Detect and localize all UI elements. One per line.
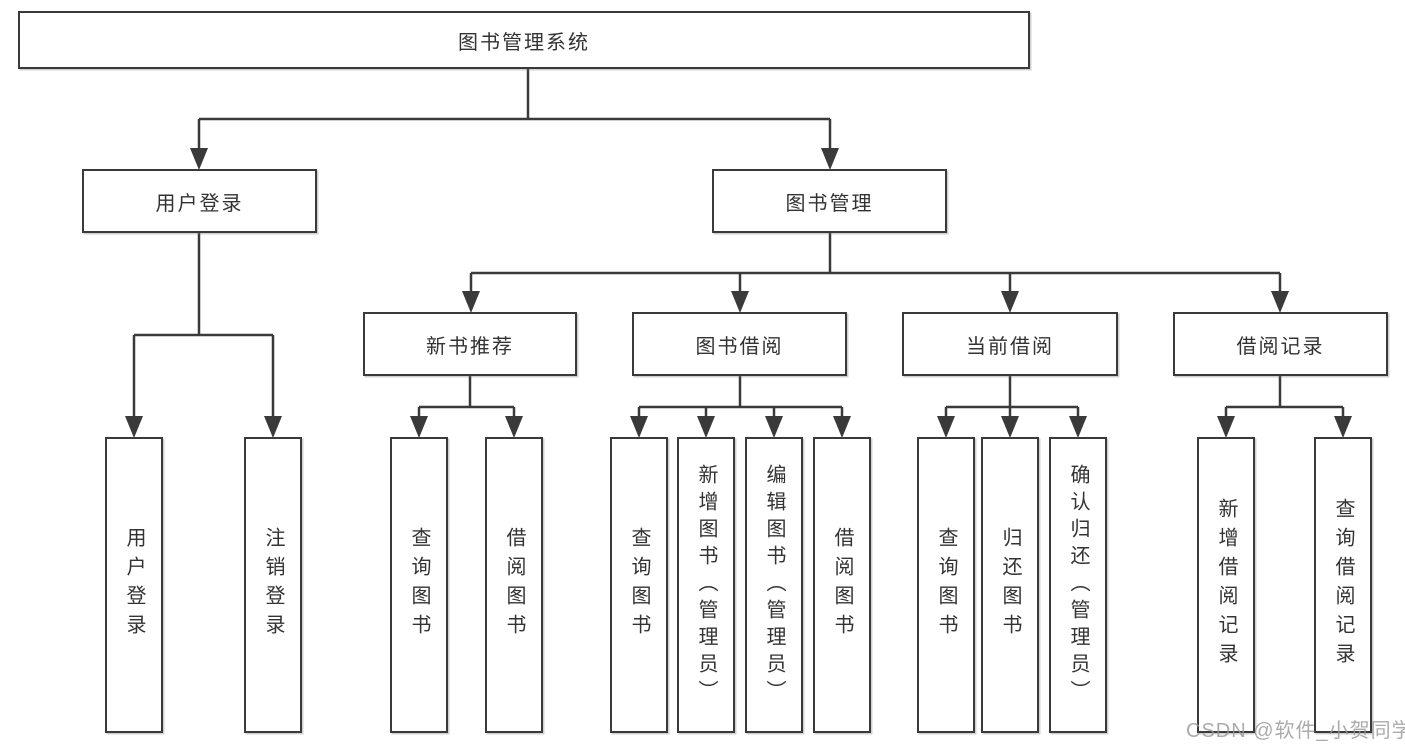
leaf-query-borrow-record: 查询借阅记录 (1314, 437, 1372, 733)
node-user-login: 用户登录 (82, 169, 317, 233)
node-book-borrow: 图书借阅 (632, 312, 847, 376)
leaf-borrow-books-borrow: 借阅图书 (813, 437, 871, 733)
leaf-user-login: 用户登录 (105, 437, 163, 733)
leaf-return-books-label: 归还图书 (999, 527, 1021, 643)
node-user-login-label: 用户登录 (155, 192, 244, 215)
node-root-label: 图书管理系统 (458, 31, 590, 54)
leaf-query-books-current: 查询图书 (917, 437, 975, 733)
leaf-borrow-books-recommend: 借阅图书 (485, 437, 543, 733)
leaf-add-borrow-record: 新增借阅记录 (1197, 437, 1255, 733)
node-current-borrow-label: 当前借阅 (966, 335, 1054, 358)
leaf-edit-books-admin: 编辑图书（管理员） (745, 437, 803, 733)
leaf-return-books: 归还图书 (981, 437, 1039, 733)
node-root: 图书管理系统 (18, 11, 1030, 69)
leaf-query-books-borrow: 查询图书 (610, 437, 668, 733)
leaf-query-books-borrow-label: 查询图书 (628, 527, 650, 643)
leaf-query-books-recommend-label: 查询图书 (408, 527, 430, 643)
watermark: CSDN @软件_小贺同学 (1186, 720, 1405, 742)
node-new-book-recommend: 新书推荐 (363, 312, 577, 376)
node-book-borrow-label: 图书借阅 (695, 335, 784, 358)
node-book-management: 图书管理 (712, 169, 947, 233)
node-book-management-label: 图书管理 (785, 192, 874, 215)
leaf-logout-label: 注销登录 (262, 527, 284, 643)
leaf-query-books-current-label: 查询图书 (935, 527, 957, 643)
leaf-user-login-label: 用户登录 (123, 527, 145, 643)
leaf-query-books-recommend: 查询图书 (390, 437, 448, 733)
leaf-query-borrow-record-label: 查询借阅记录 (1332, 498, 1354, 672)
leaf-add-borrow-record-label: 新增借阅记录 (1215, 498, 1237, 672)
leaf-add-books-admin: 新增图书（管理员） (677, 437, 735, 733)
node-new-book-recommend-label: 新书推荐 (426, 335, 514, 358)
leaf-borrow-books-recommend-label: 借阅图书 (503, 527, 525, 643)
leaf-confirm-return-admin: 确认归还（管理员） (1049, 437, 1107, 733)
leaf-add-books-admin-label: 新增图书（管理员） (695, 463, 717, 707)
node-current-borrow: 当前借阅 (902, 312, 1118, 376)
leaf-logout: 注销登录 (244, 437, 302, 733)
node-borrow-records: 借阅记录 (1173, 312, 1388, 376)
node-borrow-records-label: 借阅记录 (1236, 335, 1325, 358)
leaf-borrow-books-borrow-label: 借阅图书 (831, 527, 853, 643)
leaf-confirm-return-admin-label: 确认归还（管理员） (1067, 463, 1089, 707)
leaf-edit-books-admin-label: 编辑图书（管理员） (763, 463, 785, 707)
